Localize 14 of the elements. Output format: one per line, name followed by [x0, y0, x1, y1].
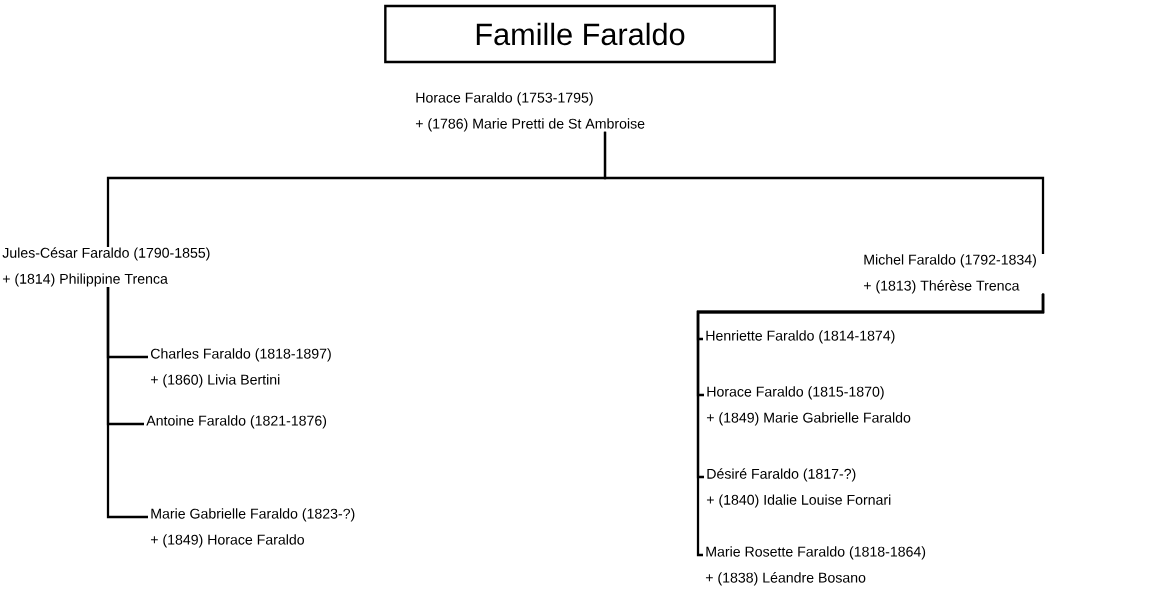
- title-box: Famille Faraldo: [384, 4, 776, 64]
- person-entry: Charles Faraldo (1818-1897) + (1860) Livia Bertini: [150, 348, 331, 388]
- person-entry: Marie Gabrielle Faraldo (1823-?) + (1849) Horace Faraldo: [150, 508, 355, 548]
- person-entry: Henriette Faraldo (1814-1874): [706, 330, 895, 344]
- tree-connector: [106, 286, 148, 519]
- person-entry: Désiré Faraldo (1817-?) + (1840) Idalie Louise Fornari: [706, 468, 891, 508]
- person-entry: Jules-César Faraldo (1790-1855) + (1814) Philippine Trenca: [2, 247, 210, 287]
- person-entry: Marie Rosette Faraldo (1818-1864) + (1838) Léandre Bosano: [705, 546, 926, 586]
- tree-connector: [696, 293, 1045, 557]
- person-entry: Horace Faraldo (1753-1795) + (1786) Marie Pretti de St Ambroise: [415, 92, 645, 132]
- person-entry: Michel Faraldo (1792-1834) + (1813) Thérèse Trenca: [863, 254, 1036, 294]
- tree-connector: [603, 131, 1045, 254]
- person-entry: Antoine Faraldo (1821-1876): [146, 415, 327, 429]
- person-entry: Horace Faraldo (1815-1870) + (1849) Marie Gabrielle Faraldo: [706, 386, 911, 426]
